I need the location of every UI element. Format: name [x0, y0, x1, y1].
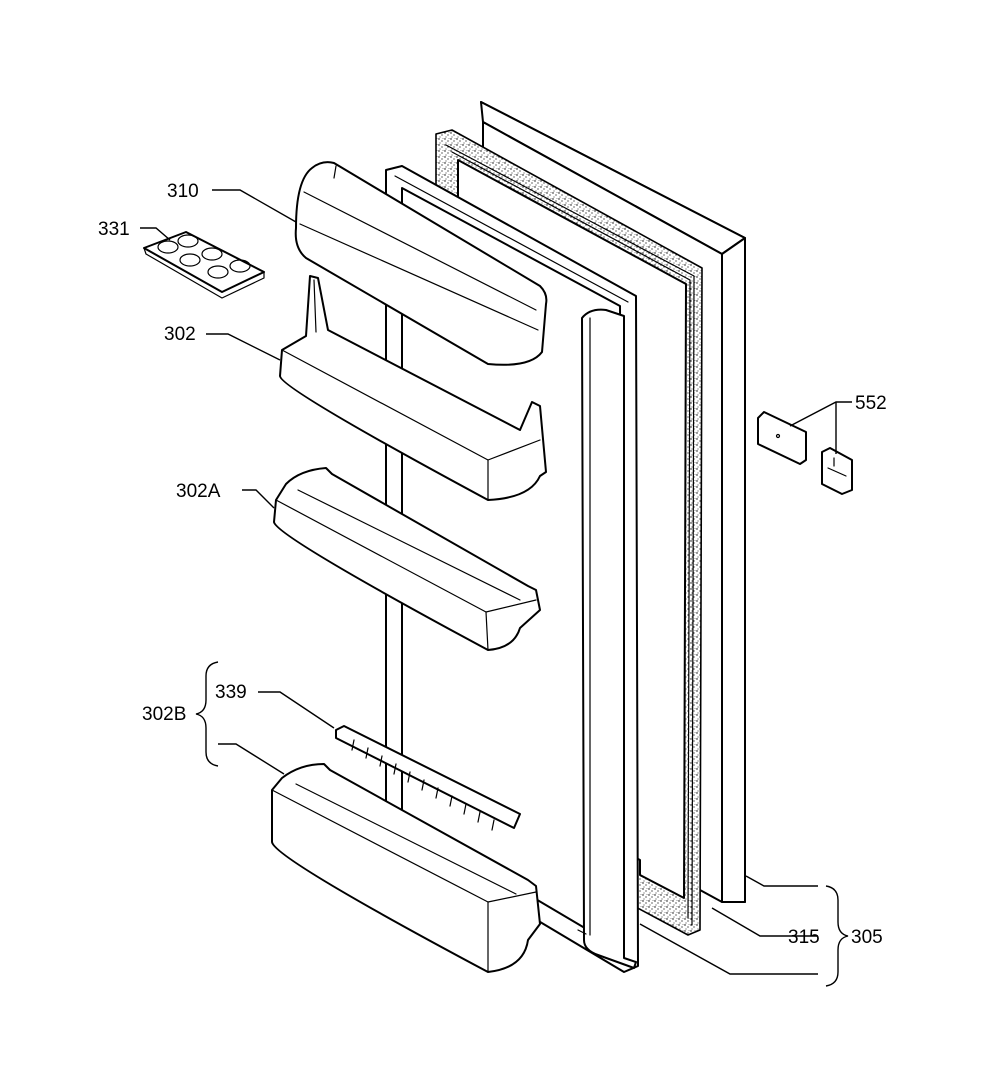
bottle-divider-339	[335, 725, 521, 831]
label-305: 305	[851, 927, 883, 948]
hinge-bracket-552	[757, 411, 853, 495]
door-shelf-302	[279, 275, 547, 501]
label-302a: 302A	[176, 481, 221, 502]
brace-302b	[195, 661, 219, 767]
label-331: 331	[98, 219, 130, 240]
label-302b: 302B	[142, 704, 186, 725]
bottle-shelf-302b	[271, 763, 541, 973]
leader-lines	[140, 189, 852, 975]
brace-305	[825, 885, 849, 987]
label-302: 302	[164, 324, 196, 345]
label-339: 339	[215, 682, 247, 703]
door-shelf-302a	[273, 467, 541, 651]
label-552: 552	[855, 393, 887, 414]
label-315: 315	[788, 927, 820, 948]
label-310: 310	[167, 181, 199, 202]
inner-door-liner	[385, 165, 639, 973]
dairy-compartment-lid	[294, 161, 548, 366]
egg-tray	[143, 231, 265, 299]
